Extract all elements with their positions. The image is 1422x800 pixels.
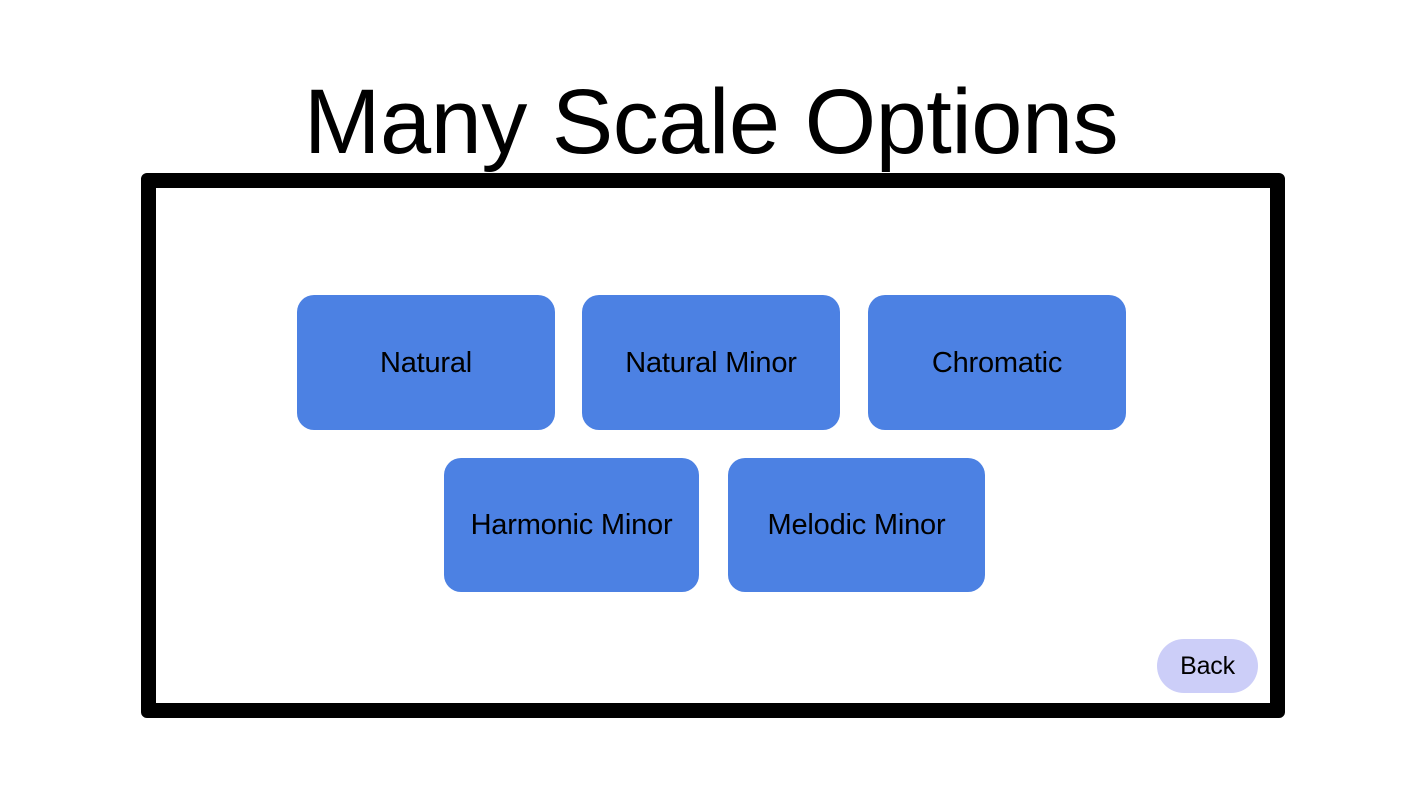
scale-button-harmonic-minor[interactable]: Harmonic Minor	[444, 458, 699, 592]
scale-button-chromatic[interactable]: Chromatic	[868, 295, 1126, 430]
scale-button-harmonic-minor-label: Harmonic Minor	[470, 509, 673, 541]
scale-button-melodic-minor[interactable]: Melodic Minor	[728, 458, 985, 592]
scale-button-natural-label: Natural	[379, 346, 473, 379]
scale-button-natural[interactable]: Natural	[297, 295, 555, 430]
scale-button-natural-minor-label: Natural Minor	[625, 346, 797, 379]
back-button[interactable]: Back	[1157, 639, 1258, 693]
page-title: Many Scale Options	[303, 70, 1119, 173]
back-button-label: Back	[1180, 651, 1235, 680]
screen-frame: Natural Natural Minor Chromatic Harmonic…	[141, 173, 1285, 718]
scale-button-melodic-minor-label: Melodic Minor	[767, 509, 946, 541]
scale-options-panel: Natural Natural Minor Chromatic Harmonic…	[156, 188, 1270, 703]
scale-button-natural-minor[interactable]: Natural Minor	[582, 295, 840, 430]
scale-button-chromatic-label: Chromatic	[931, 346, 1063, 379]
